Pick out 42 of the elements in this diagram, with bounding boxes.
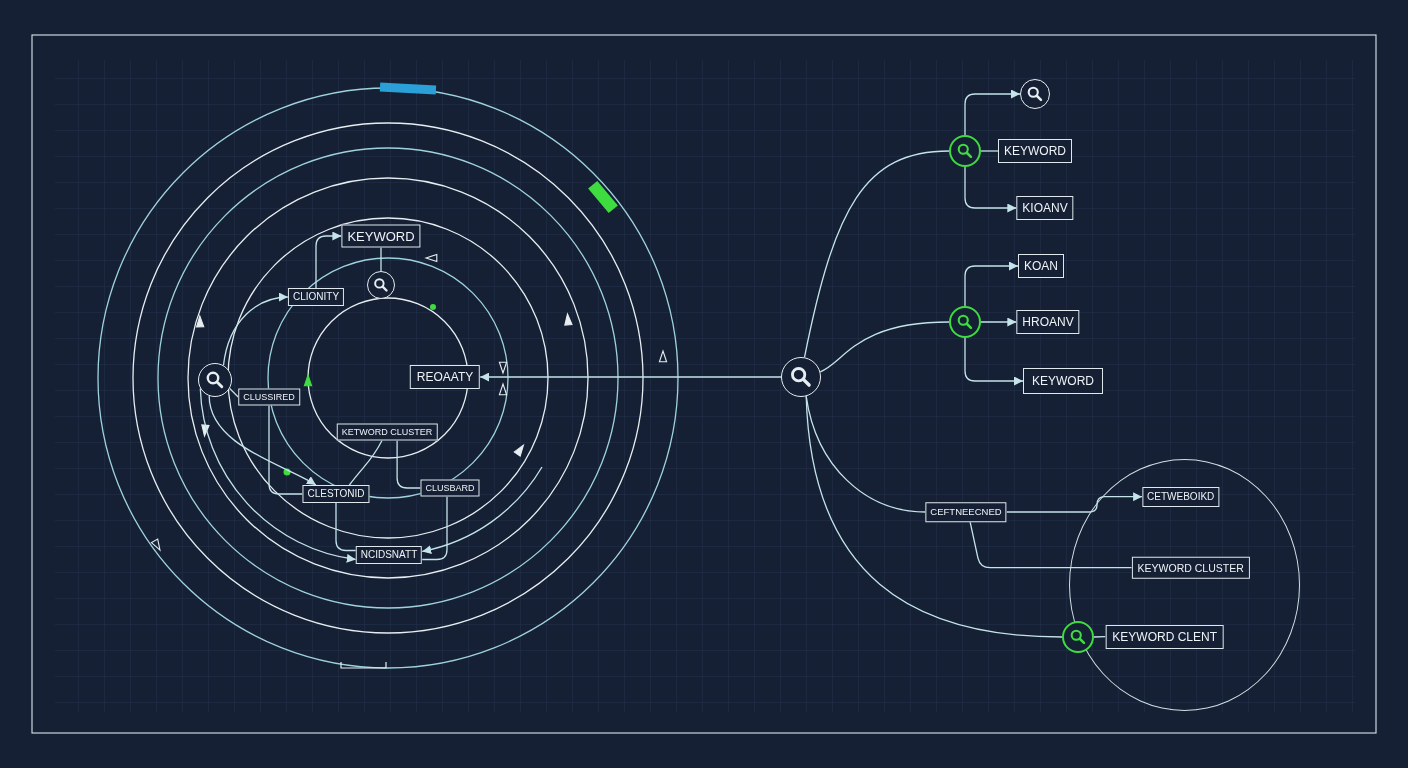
arrow <box>1005 492 1143 513</box>
connector-line <box>421 495 448 561</box>
label-box: KEYWORD <box>341 224 421 248</box>
label-box: KOAN <box>1018 254 1064 278</box>
label-box: KEYWORD CLENT <box>1105 624 1225 649</box>
arrow <box>199 387 357 563</box>
arrow <box>222 293 289 366</box>
arrow <box>421 466 543 554</box>
arrow <box>315 231 343 289</box>
connector-line <box>980 150 999 152</box>
connector-line <box>1093 636 1106 638</box>
label-box: CLESTONID <box>302 485 370 503</box>
connector-line <box>805 395 1063 638</box>
connector-line <box>348 439 383 486</box>
label-box: CETWEBOIKD <box>1142 486 1220 507</box>
label-box: CLUSSIRED <box>238 388 300 406</box>
connector-line <box>819 321 950 373</box>
label-box: KEYWORD CLUSTER <box>1131 556 1250 579</box>
label-box: KETWORD CLUSTER <box>336 423 438 441</box>
arrow <box>964 89 1021 136</box>
label-box: HROANV <box>1016 310 1080 334</box>
label-box: KEYWORD <box>998 139 1072 163</box>
arrow <box>980 317 1017 327</box>
connector-line <box>268 404 304 495</box>
label-box: REOAATY <box>409 365 481 389</box>
label-box: CLUSBARD <box>420 479 480 497</box>
connector-line <box>229 387 239 398</box>
arrow <box>964 261 1019 307</box>
arrow <box>964 337 1024 386</box>
connector-line <box>803 150 950 358</box>
label-box: CLIONITY <box>287 288 345 306</box>
connector-line <box>380 246 382 272</box>
connector-line <box>335 502 357 552</box>
arrow <box>964 166 1017 213</box>
arrow <box>208 395 317 486</box>
label-box: KEYWORD <box>1023 368 1103 394</box>
label-box: NCIDSNATT <box>355 546 423 564</box>
connector-line <box>969 521 1133 569</box>
arrow <box>479 372 782 382</box>
label-box: KIOANV <box>1016 196 1074 220</box>
connector-line <box>396 439 422 489</box>
label-box: CEFTNEECNED <box>925 502 1007 522</box>
